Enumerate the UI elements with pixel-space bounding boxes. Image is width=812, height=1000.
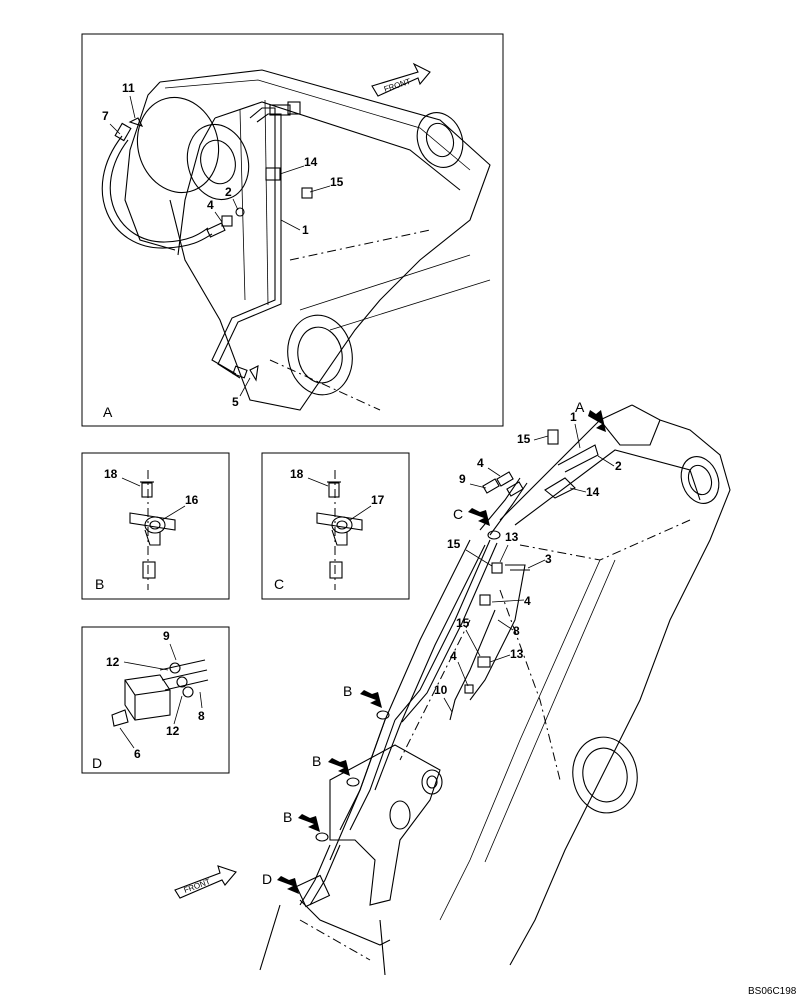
callout: 8 — [198, 709, 205, 723]
drawing-reference: BS06C198 — [748, 986, 797, 997]
view-a-frame — [81, 33, 504, 427]
view-c-drawing — [316, 470, 363, 590]
callout: 1 — [302, 223, 309, 237]
callout: 10 — [434, 683, 448, 697]
view-arrows: A C B B B D — [262, 399, 606, 894]
view-b-callouts: 18 16 B — [95, 467, 199, 592]
callout: 2 — [615, 459, 622, 473]
callout: 9 — [459, 472, 466, 486]
view-b-drawing — [129, 470, 176, 590]
callout: 12 — [166, 724, 180, 738]
view-d-label: D — [92, 755, 102, 771]
callout: 15 — [330, 175, 344, 189]
view-d-drawing — [111, 659, 209, 727]
callout: 11 — [122, 81, 135, 95]
callout: 14 — [586, 485, 600, 499]
view-a-callouts: 11 7 14 2 15 4 1 5 A — [102, 81, 344, 420]
view-c-frame — [261, 452, 410, 600]
front-arrow-main: FRONT — [174, 865, 237, 899]
view-arrow-label: B — [343, 683, 352, 699]
callout: 5 — [232, 395, 239, 409]
view-a-drawing: FRONT — [101, 62, 491, 411]
callout: 8 — [513, 624, 520, 638]
view-arrow-label: B — [312, 753, 321, 769]
view-b-frame — [81, 452, 230, 600]
callout: 16 — [185, 493, 199, 507]
callout: 15 — [517, 432, 531, 446]
view-d-frame — [81, 626, 230, 774]
callout: 15 — [447, 537, 461, 551]
svg-text:FRONT: FRONT — [383, 77, 412, 94]
main-view-callouts: 1 15 2 4 9 14 13 3 15 4 8 15 4 13 10 — [434, 410, 622, 713]
callout: 14 — [304, 155, 318, 169]
callout: 1 — [570, 410, 577, 424]
callout: 4 — [450, 649, 457, 663]
callout: 13 — [505, 530, 519, 544]
front-arrow-a: FRONT — [371, 62, 431, 97]
svg-text:FRONT: FRONT — [183, 877, 212, 895]
view-arrow-label: C — [453, 506, 463, 522]
view-a-label: A — [103, 404, 113, 420]
callout: 12 — [106, 655, 120, 669]
callout: 4 — [207, 198, 214, 212]
callout: 13 — [510, 647, 524, 661]
callout: 9 — [163, 629, 170, 643]
callout: 15 — [456, 616, 470, 630]
callout: 17 — [371, 493, 385, 507]
callout: 18 — [290, 467, 304, 481]
callout: 4 — [524, 594, 531, 608]
main-boom-drawing: FRONT — [174, 404, 731, 976]
view-b-label: B — [95, 576, 104, 592]
view-c-callouts: 18 17 C — [274, 467, 385, 592]
view-arrow-label: B — [283, 809, 292, 825]
callout: 18 — [104, 467, 118, 481]
view-arrow-label: D — [262, 871, 272, 887]
callout: 4 — [477, 456, 484, 470]
view-d-callouts: 9 12 12 8 6 D — [92, 629, 205, 771]
view-c-label: C — [274, 576, 284, 592]
callout: 3 — [545, 552, 552, 566]
callout: 7 — [102, 109, 109, 123]
callout: 2 — [225, 185, 232, 199]
view-arrow-label: A — [575, 399, 585, 415]
callout: 6 — [134, 747, 141, 761]
